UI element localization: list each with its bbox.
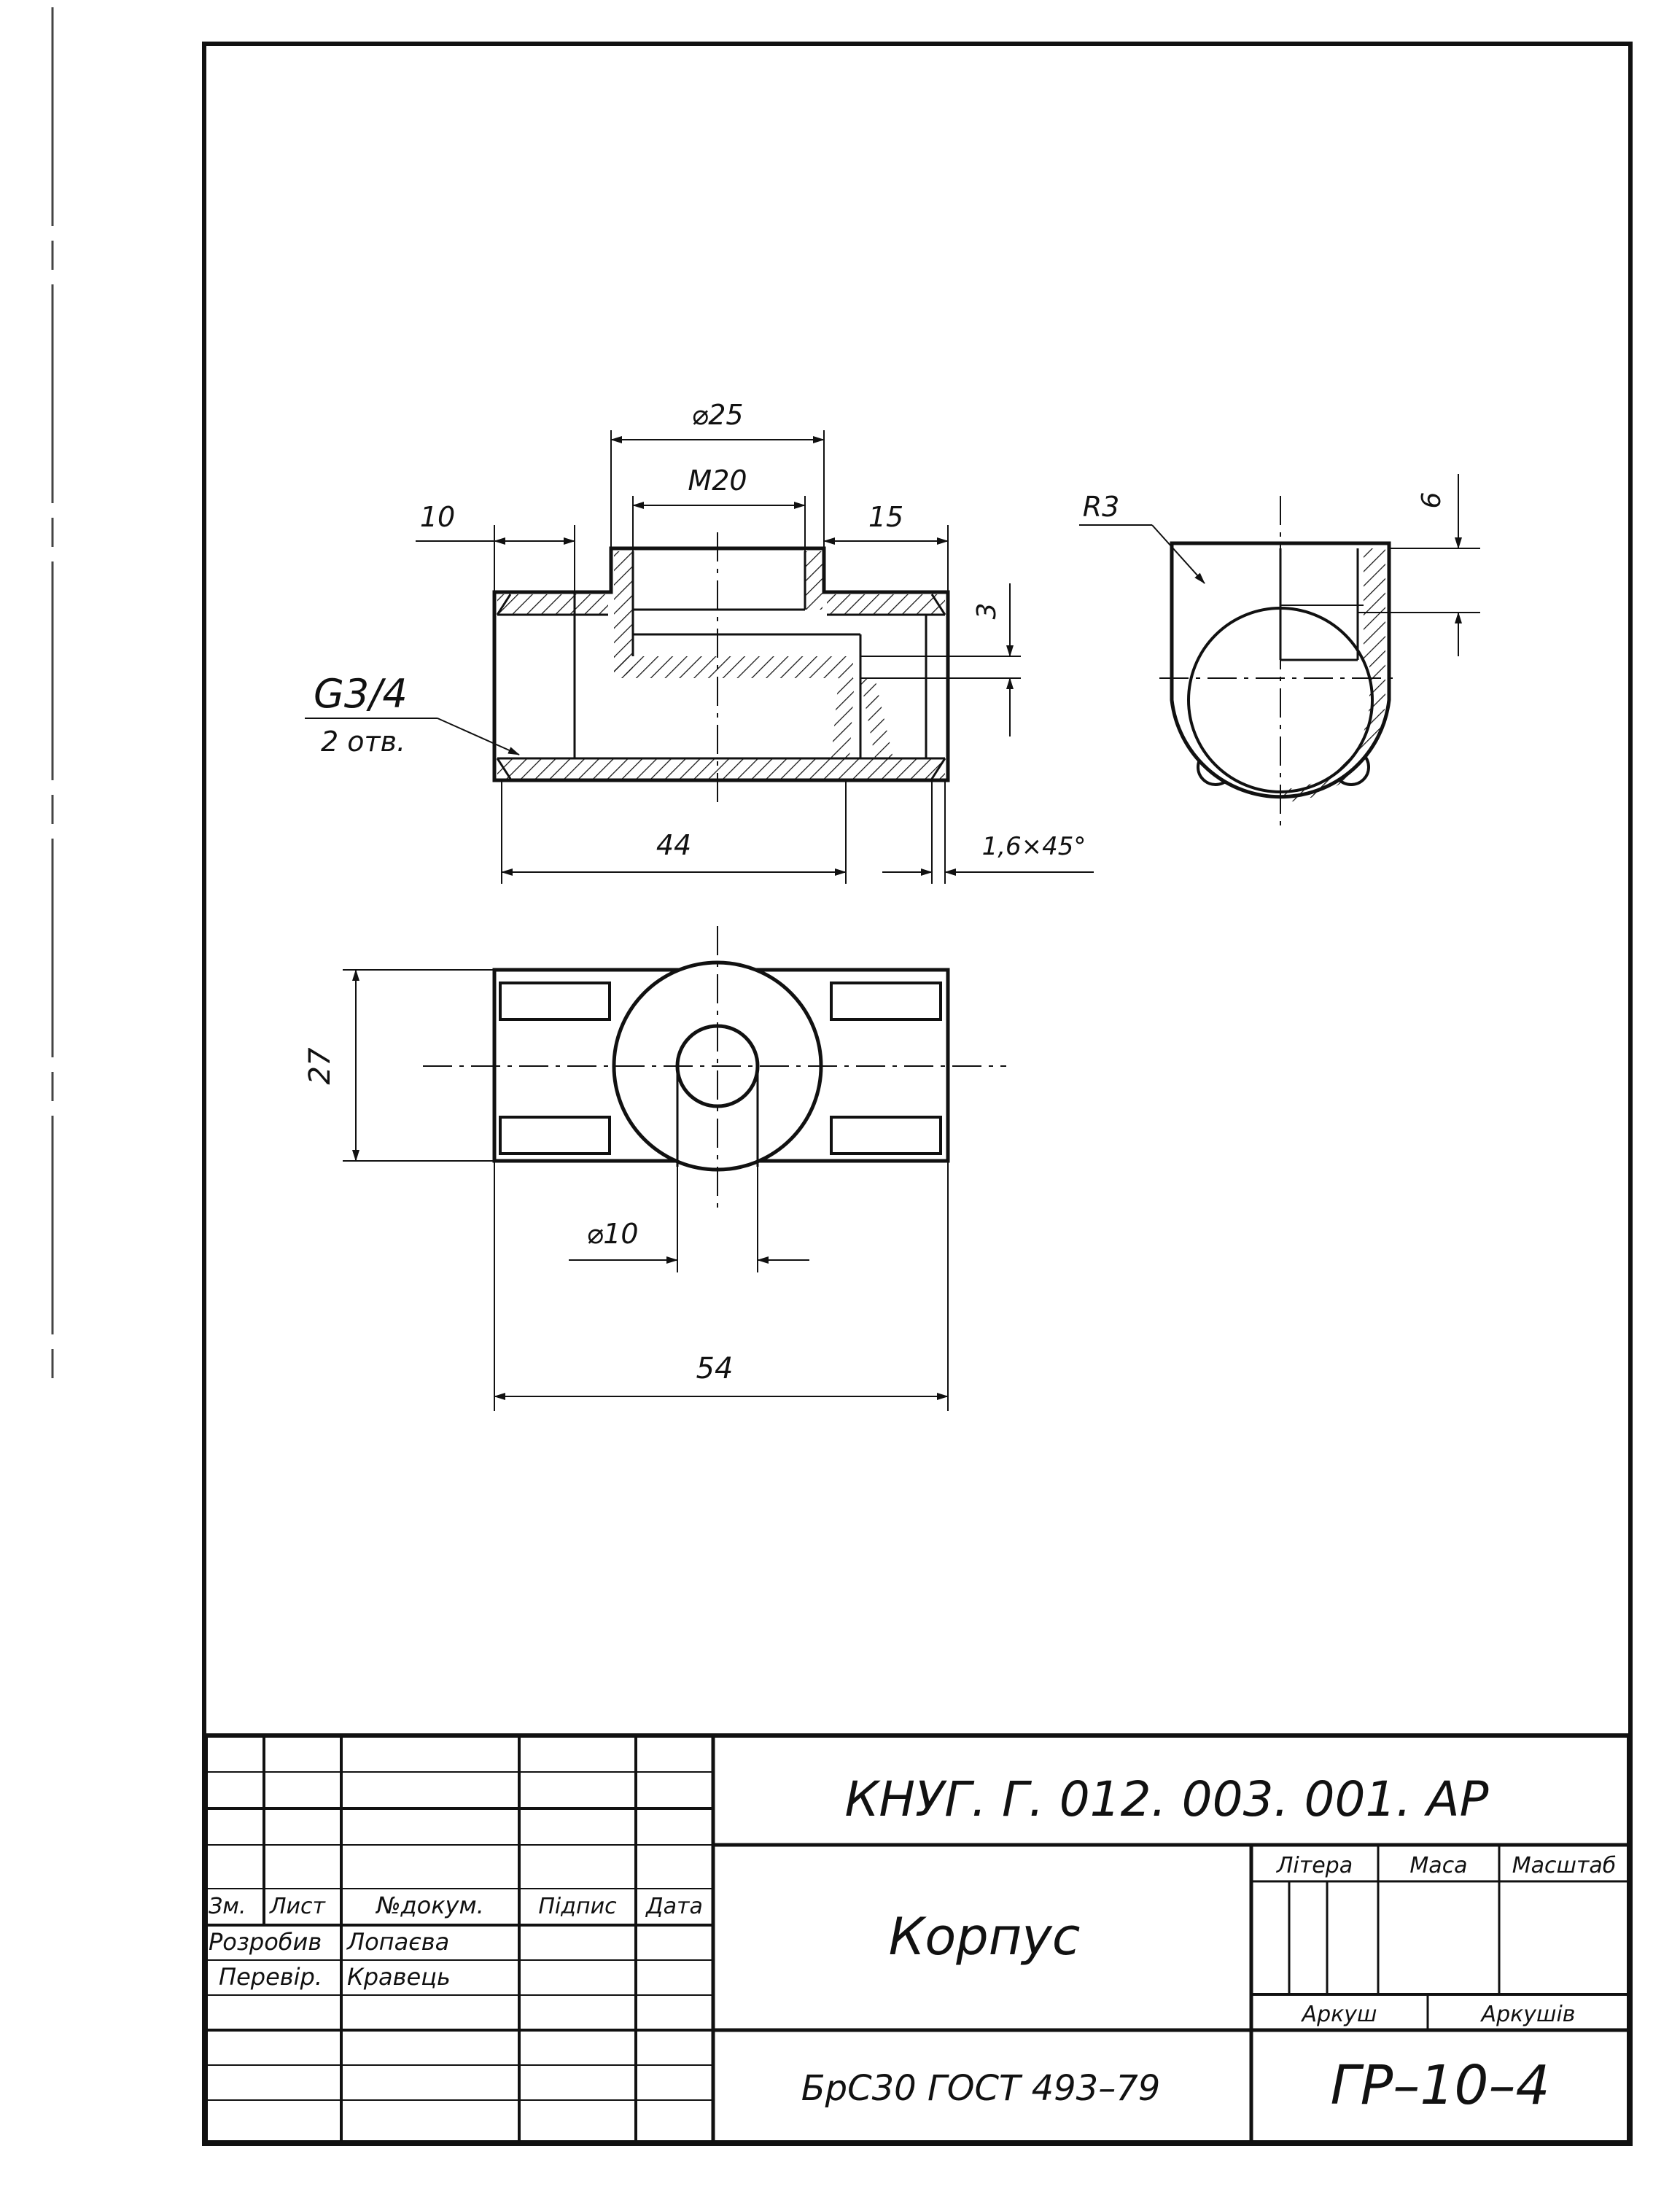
dim-3: 3 — [972, 603, 1002, 620]
front-section-view — [492, 532, 950, 809]
title-block-text: Зм. Лист №докум. Підпис Дата Розробив Ло… — [209, 1771, 1616, 2117]
top-view-dimensions — [343, 969, 949, 1411]
role-developer: Розробив — [209, 1928, 322, 1956]
header-doc-no: №докум. — [375, 1892, 484, 1919]
top-view-labels: 27 ⌀10 54 — [303, 1047, 733, 1385]
header-arkushiv: Аркушів — [1480, 2002, 1576, 2027]
front-view-labels: ⌀25 M20 10 15 3 44 1,6×45° G3/4 2 отв. — [314, 399, 1086, 861]
note-thread: G3/4 — [314, 671, 408, 717]
dim-m20: M20 — [688, 465, 747, 497]
note-holes: 2 отв. — [321, 726, 405, 758]
dim-10: 10 — [420, 501, 455, 533]
name-developer: Лопаєва — [346, 1928, 449, 1956]
front-view-dimensions — [305, 430, 1094, 884]
dim-15: 15 — [868, 501, 903, 533]
dim-6: 6 — [1417, 492, 1447, 509]
header-masa: Маса — [1409, 1853, 1467, 1878]
dim-phi10: ⌀10 — [586, 1218, 638, 1250]
dim-44: 44 — [656, 829, 691, 861]
part-name: Корпус — [889, 1907, 1081, 1967]
header-arkush: Аркуш — [1301, 2002, 1377, 2027]
dim-chamfer: 1,6×45° — [982, 832, 1086, 861]
name-checker: Кравець — [347, 1963, 451, 1991]
doc-code: КНУГ. Г. 012. 003. 001. АР — [845, 1771, 1489, 1827]
header-data: Дата — [645, 1894, 703, 1919]
header-zm: Зм. — [209, 1894, 246, 1919]
side-view — [1159, 496, 1400, 828]
dim-r3: R3 — [1083, 491, 1120, 523]
drawing-frame — [202, 42, 1633, 2146]
dim-54: 54 — [696, 1352, 734, 1385]
side-view-labels: R3 6 — [1083, 491, 1447, 523]
header-masshtab: Масштаб — [1512, 1853, 1617, 1878]
header-pidpys: Підпис — [538, 1894, 617, 1919]
material: БрС30 ГОСТ 493–79 — [801, 2068, 1161, 2109]
dim-27: 27 — [303, 1047, 337, 1084]
header-lyst: Лист — [269, 1894, 327, 1919]
title-block — [203, 1733, 1631, 2145]
top-view — [423, 926, 1006, 1210]
header-litera: Літера — [1276, 1853, 1353, 1878]
role-checker: Перевір. — [219, 1963, 322, 1991]
side-view-dimensions — [1079, 474, 1480, 656]
dim-d25: ⌀25 — [691, 399, 743, 431]
sheet-code: ГР–10–4 — [1330, 2054, 1549, 2117]
